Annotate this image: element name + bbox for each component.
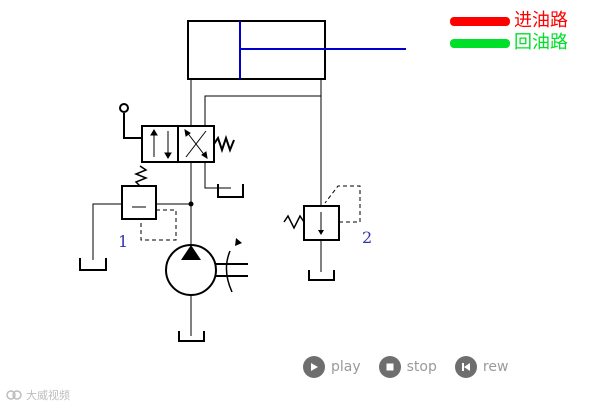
hydraulic-pump: [165, 238, 248, 342]
legend-return: 回油路: [450, 32, 568, 54]
stop-icon: [378, 356, 401, 378]
legend-supply-label: 进油路: [514, 10, 568, 31]
valve-2-label: 2: [362, 228, 372, 247]
play-button[interactable]: play: [303, 356, 361, 378]
play-label: play: [331, 359, 361, 375]
directional-valve: [119, 103, 235, 163]
play-icon: [303, 356, 325, 378]
watermark: 大威视频: [6, 387, 70, 403]
legend: 进油路 回油路: [450, 10, 568, 54]
legend-supply-swatch: [450, 16, 510, 26]
legend-return-swatch: [450, 38, 510, 48]
stop-button[interactable]: stop: [378, 356, 437, 378]
legend-supply: 进油路: [450, 10, 568, 32]
rewind-label: rew: [482, 359, 509, 375]
relief-valve-2: [283, 185, 361, 281]
stop-label: stop: [406, 359, 437, 375]
relief-valve-1: [79, 165, 194, 271]
watermark-logo-icon: [6, 390, 22, 400]
watermark-text: 大威视频: [26, 389, 70, 402]
rewind-icon: [454, 356, 477, 378]
animation-controls: play stop rew: [303, 356, 526, 378]
rewind-button[interactable]: rew: [454, 356, 509, 378]
hydraulic-cylinder: [187, 20, 406, 80]
valve-1-label: 1: [118, 232, 128, 251]
legend-return-label: 回油路: [514, 32, 568, 53]
tank-directional-valve: [204, 162, 244, 198]
